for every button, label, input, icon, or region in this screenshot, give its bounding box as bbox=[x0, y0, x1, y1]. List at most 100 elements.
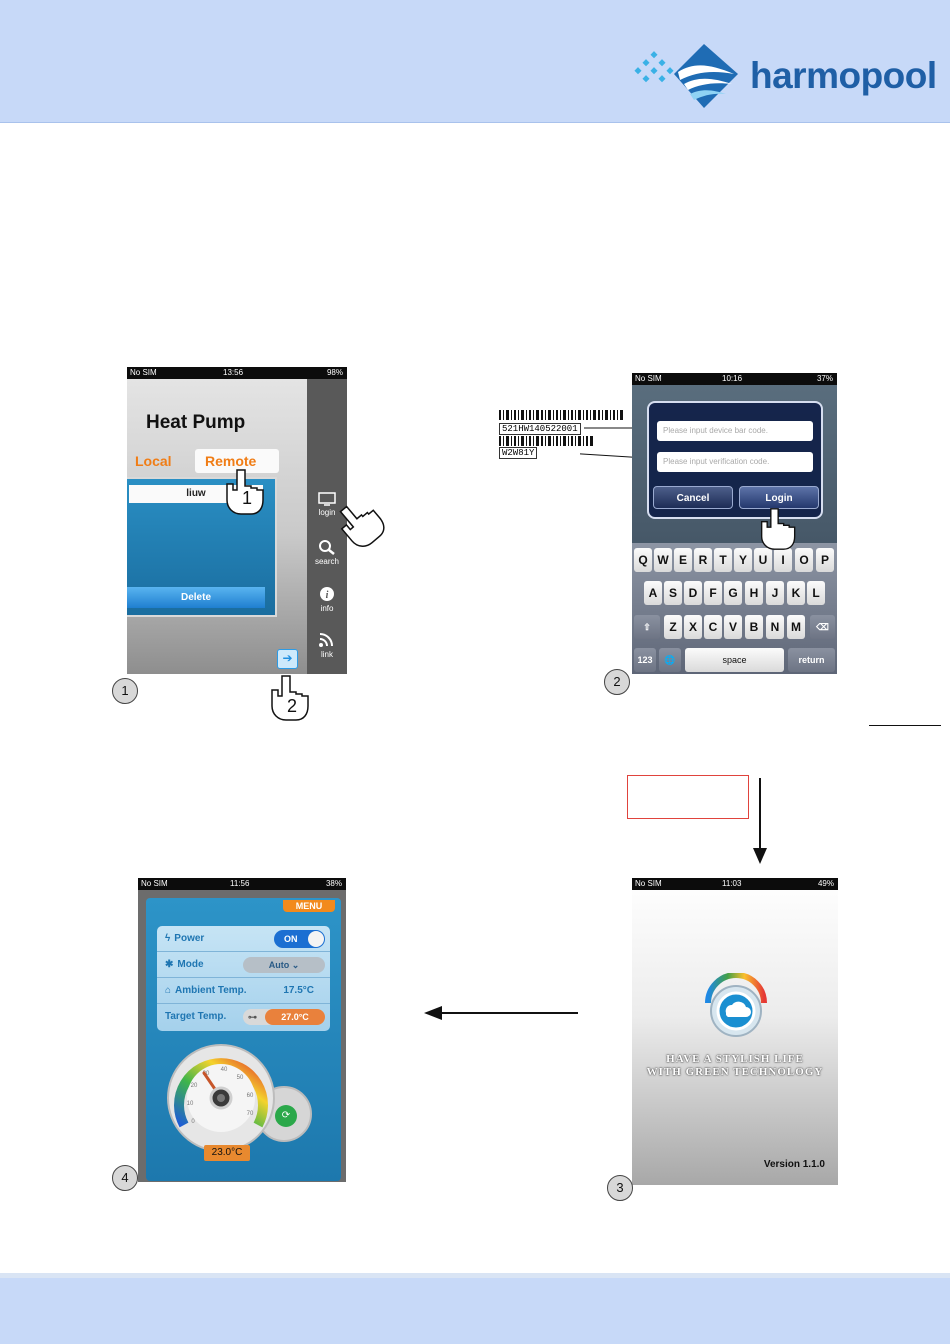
power-label: Power bbox=[174, 933, 205, 944]
key[interactable]: A bbox=[644, 581, 662, 605]
left-arrow bbox=[424, 1006, 578, 1020]
key[interactable]: S bbox=[664, 581, 682, 605]
key[interactable]: U bbox=[754, 548, 772, 572]
refresh-icon[interactable]: ⟳ bbox=[275, 1105, 297, 1127]
slogan-line-2: WITH GREEN TECHNOLOGY bbox=[646, 1066, 824, 1078]
link-menu-item[interactable]: link bbox=[307, 632, 347, 659]
key[interactable]: C bbox=[704, 615, 722, 639]
login-icon bbox=[318, 492, 336, 506]
key[interactable]: G bbox=[724, 581, 742, 605]
link-label: link bbox=[320, 650, 333, 659]
key[interactable]: J bbox=[766, 581, 784, 605]
backspace-key[interactable]: ⌫ bbox=[810, 615, 835, 639]
status-carrier: No SIM bbox=[141, 879, 168, 888]
key[interactable]: V bbox=[724, 615, 742, 639]
key[interactable]: M bbox=[787, 615, 805, 639]
status-time: 11:56 bbox=[230, 879, 250, 888]
version-label: Version 1.1.0 bbox=[763, 1159, 825, 1170]
wifi-link-icon bbox=[319, 633, 333, 647]
return-key[interactable]: return bbox=[788, 648, 835, 672]
tab-local[interactable]: Local bbox=[135, 453, 172, 469]
key[interactable]: T bbox=[714, 548, 732, 572]
key[interactable]: K bbox=[787, 581, 805, 605]
search-label: search bbox=[314, 557, 339, 566]
pointer-hand-icon bbox=[760, 508, 796, 550]
key-icon: ⊶ bbox=[248, 1012, 257, 1022]
login-button[interactable]: Login bbox=[739, 486, 819, 509]
status-battery: 38% bbox=[325, 879, 342, 888]
menu-button[interactable]: MENU bbox=[283, 900, 335, 912]
empty-annotation-box bbox=[627, 775, 749, 819]
key[interactable]: Y bbox=[734, 548, 752, 572]
key[interactable]: Q bbox=[634, 548, 652, 572]
lightning-icon: ϟ bbox=[165, 933, 171, 944]
key[interactable]: R bbox=[694, 548, 712, 572]
key[interactable]: N bbox=[766, 615, 784, 639]
globe-key-icon[interactable]: 🌐 bbox=[659, 648, 681, 672]
phone-screenshot-device-list: No SIM 13:56 98% Heat Pump Local Remote … bbox=[127, 367, 347, 674]
ambient-row: ⌂Ambient Temp. 17.5°C bbox=[157, 978, 330, 1004]
device-barcode-field[interactable]: Please input device bar code. bbox=[657, 421, 813, 441]
verification-code-field[interactable]: Please input verification code. bbox=[657, 452, 813, 472]
status-bar: No SIM 11:03 49% bbox=[632, 878, 838, 890]
pointer-hand-icon: 2 bbox=[271, 675, 309, 721]
hand-step-number: 1 bbox=[242, 488, 252, 508]
mode-label: Mode bbox=[177, 959, 204, 970]
key[interactable]: D bbox=[684, 581, 702, 605]
numbers-key[interactable]: 123 bbox=[634, 648, 656, 672]
status-bar: No SIM 10:16 37% bbox=[632, 373, 837, 385]
key[interactable]: Z bbox=[664, 615, 682, 639]
mode-select[interactable]: Auto ⌄ bbox=[243, 957, 325, 973]
phone-screenshot-login: No SIM 10:16 37% Please input device bar… bbox=[632, 373, 837, 674]
info-menu-item[interactable]: i info bbox=[307, 586, 347, 613]
key[interactable]: P bbox=[816, 548, 834, 572]
status-bar: No SIM 11:56 38% bbox=[138, 878, 346, 890]
key[interactable]: O bbox=[795, 548, 813, 572]
add-device-icon[interactable]: ➔ bbox=[277, 649, 298, 669]
key[interactable]: B bbox=[745, 615, 763, 639]
wave-logo-icon bbox=[634, 44, 738, 108]
current-temperature: 23.0°C bbox=[204, 1145, 250, 1161]
brand-logo: harmopool bbox=[634, 38, 937, 114]
key[interactable]: W bbox=[654, 548, 672, 572]
tab-remote[interactable]: Remote bbox=[195, 449, 279, 473]
shift-key[interactable]: ⇧ bbox=[634, 615, 660, 639]
login-menu-item[interactable]: login bbox=[307, 492, 347, 517]
underline-mark bbox=[869, 725, 941, 726]
side-menu: login search i info link bbox=[307, 379, 347, 674]
key[interactable]: E bbox=[674, 548, 692, 572]
toggle-knob bbox=[308, 931, 324, 947]
search-menu-item[interactable]: search bbox=[307, 539, 347, 566]
key[interactable]: I bbox=[774, 548, 792, 572]
target-label: Target Temp. bbox=[165, 1011, 227, 1022]
status-carrier: No SIM bbox=[635, 879, 662, 888]
status-battery: 98% bbox=[326, 368, 343, 377]
key[interactable]: F bbox=[704, 581, 722, 605]
status-time: 11:03 bbox=[722, 879, 742, 888]
status-time: 13:56 bbox=[223, 368, 244, 377]
step-marker-3: 3 bbox=[607, 1175, 633, 1201]
cancel-button[interactable]: Cancel bbox=[653, 486, 733, 509]
gauge-tick-label: 50 bbox=[237, 1075, 244, 1081]
space-key[interactable]: space bbox=[685, 648, 784, 672]
key[interactable]: L bbox=[807, 581, 825, 605]
phone-screenshot-splash: No SIM 11:03 49% HAVE A STYLISH LIFE WIT… bbox=[632, 878, 838, 1185]
page-title: Heat Pump bbox=[146, 412, 246, 433]
key[interactable]: H bbox=[745, 581, 763, 605]
header-band bbox=[0, 0, 950, 123]
step-marker-1: 1 bbox=[112, 678, 138, 704]
down-arrow bbox=[753, 778, 767, 864]
key[interactable]: X bbox=[684, 615, 702, 639]
gauge-tick-label: 70 bbox=[247, 1111, 254, 1117]
gauge-tick-label: 10 bbox=[187, 1101, 194, 1107]
mode-row: ✱Mode Auto ⌄ bbox=[157, 952, 330, 978]
ambient-label: Ambient Temp. bbox=[175, 985, 247, 996]
power-toggle[interactable]: ON bbox=[274, 930, 325, 948]
verification-code-text: W2W81Y bbox=[499, 447, 538, 459]
delete-button[interactable]: Delete bbox=[127, 587, 265, 608]
mode-value: Auto bbox=[268, 960, 290, 970]
snowflake-icon: ✱ bbox=[165, 959, 174, 970]
target-slider[interactable]: ⊶ 27.0°C bbox=[243, 1009, 325, 1025]
